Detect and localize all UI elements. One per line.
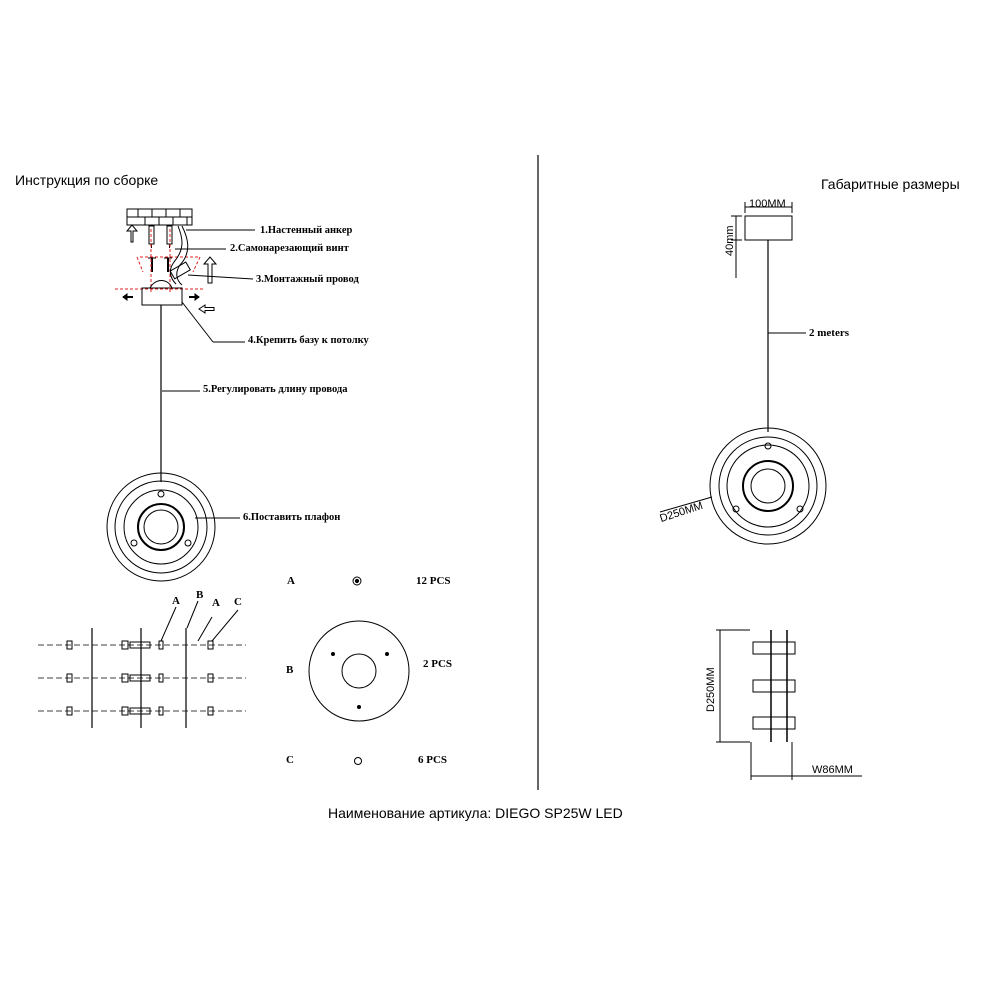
lamp-front xyxy=(106,472,216,582)
assembly-title: Инструкция по сборке xyxy=(15,172,159,188)
base-height-label: 40mm xyxy=(724,225,736,256)
ceiling-brick-icon xyxy=(126,208,193,226)
part-a-icon xyxy=(352,576,362,586)
wall-anchor-icon xyxy=(148,225,173,248)
screw-icon xyxy=(148,257,172,272)
side-label-b: B xyxy=(196,589,204,601)
side-label-c: C xyxy=(234,596,242,608)
part-c-icon xyxy=(354,757,362,765)
dimensions-title: Габаритные размеры xyxy=(821,176,960,192)
lamp-dimension-front xyxy=(709,427,827,545)
part-a-letter: A xyxy=(287,575,295,587)
part-b-qty: 2 PCS xyxy=(423,658,453,670)
up-arrow-icon xyxy=(125,224,218,284)
step-6-label: 6.Поставить плафон xyxy=(243,512,341,523)
step-1-label: 1.Настенный анкер xyxy=(260,225,353,236)
dimension-side xyxy=(716,629,862,780)
dimension-front xyxy=(659,202,827,545)
side-diameter-label: D250MM xyxy=(705,667,717,712)
base-width-label: 100MM xyxy=(749,198,786,210)
part-a-qty: 12 PCS xyxy=(416,575,451,587)
part-c-qty: 6 PCS xyxy=(418,754,448,766)
canopy xyxy=(141,280,183,306)
guide-lines xyxy=(115,229,205,292)
leader-line xyxy=(181,301,214,343)
step-5-label: 5.Регулировать длину провода xyxy=(203,384,348,395)
step-3-label: 3.Монтажный провод xyxy=(256,274,359,285)
article-name: Наименование артикула: DIEGO SP25W LED xyxy=(328,805,623,821)
part-b-plate xyxy=(308,620,410,722)
mounting-wire xyxy=(169,225,255,286)
push-arrow-icon xyxy=(122,293,215,314)
side-label-a2: A xyxy=(212,597,220,609)
step-2-label: 2.Самонарезающий винт xyxy=(230,243,349,254)
part-c-letter: C xyxy=(286,754,294,766)
part-b-letter: B xyxy=(286,664,294,676)
depth-label: W86MM xyxy=(812,764,853,776)
side-label-a: A xyxy=(172,595,180,607)
step-4-label: 4.Крепить базу к потолку xyxy=(248,335,369,346)
cable-length-label: 2 meters xyxy=(809,327,850,339)
exploded-side-view xyxy=(38,600,246,728)
